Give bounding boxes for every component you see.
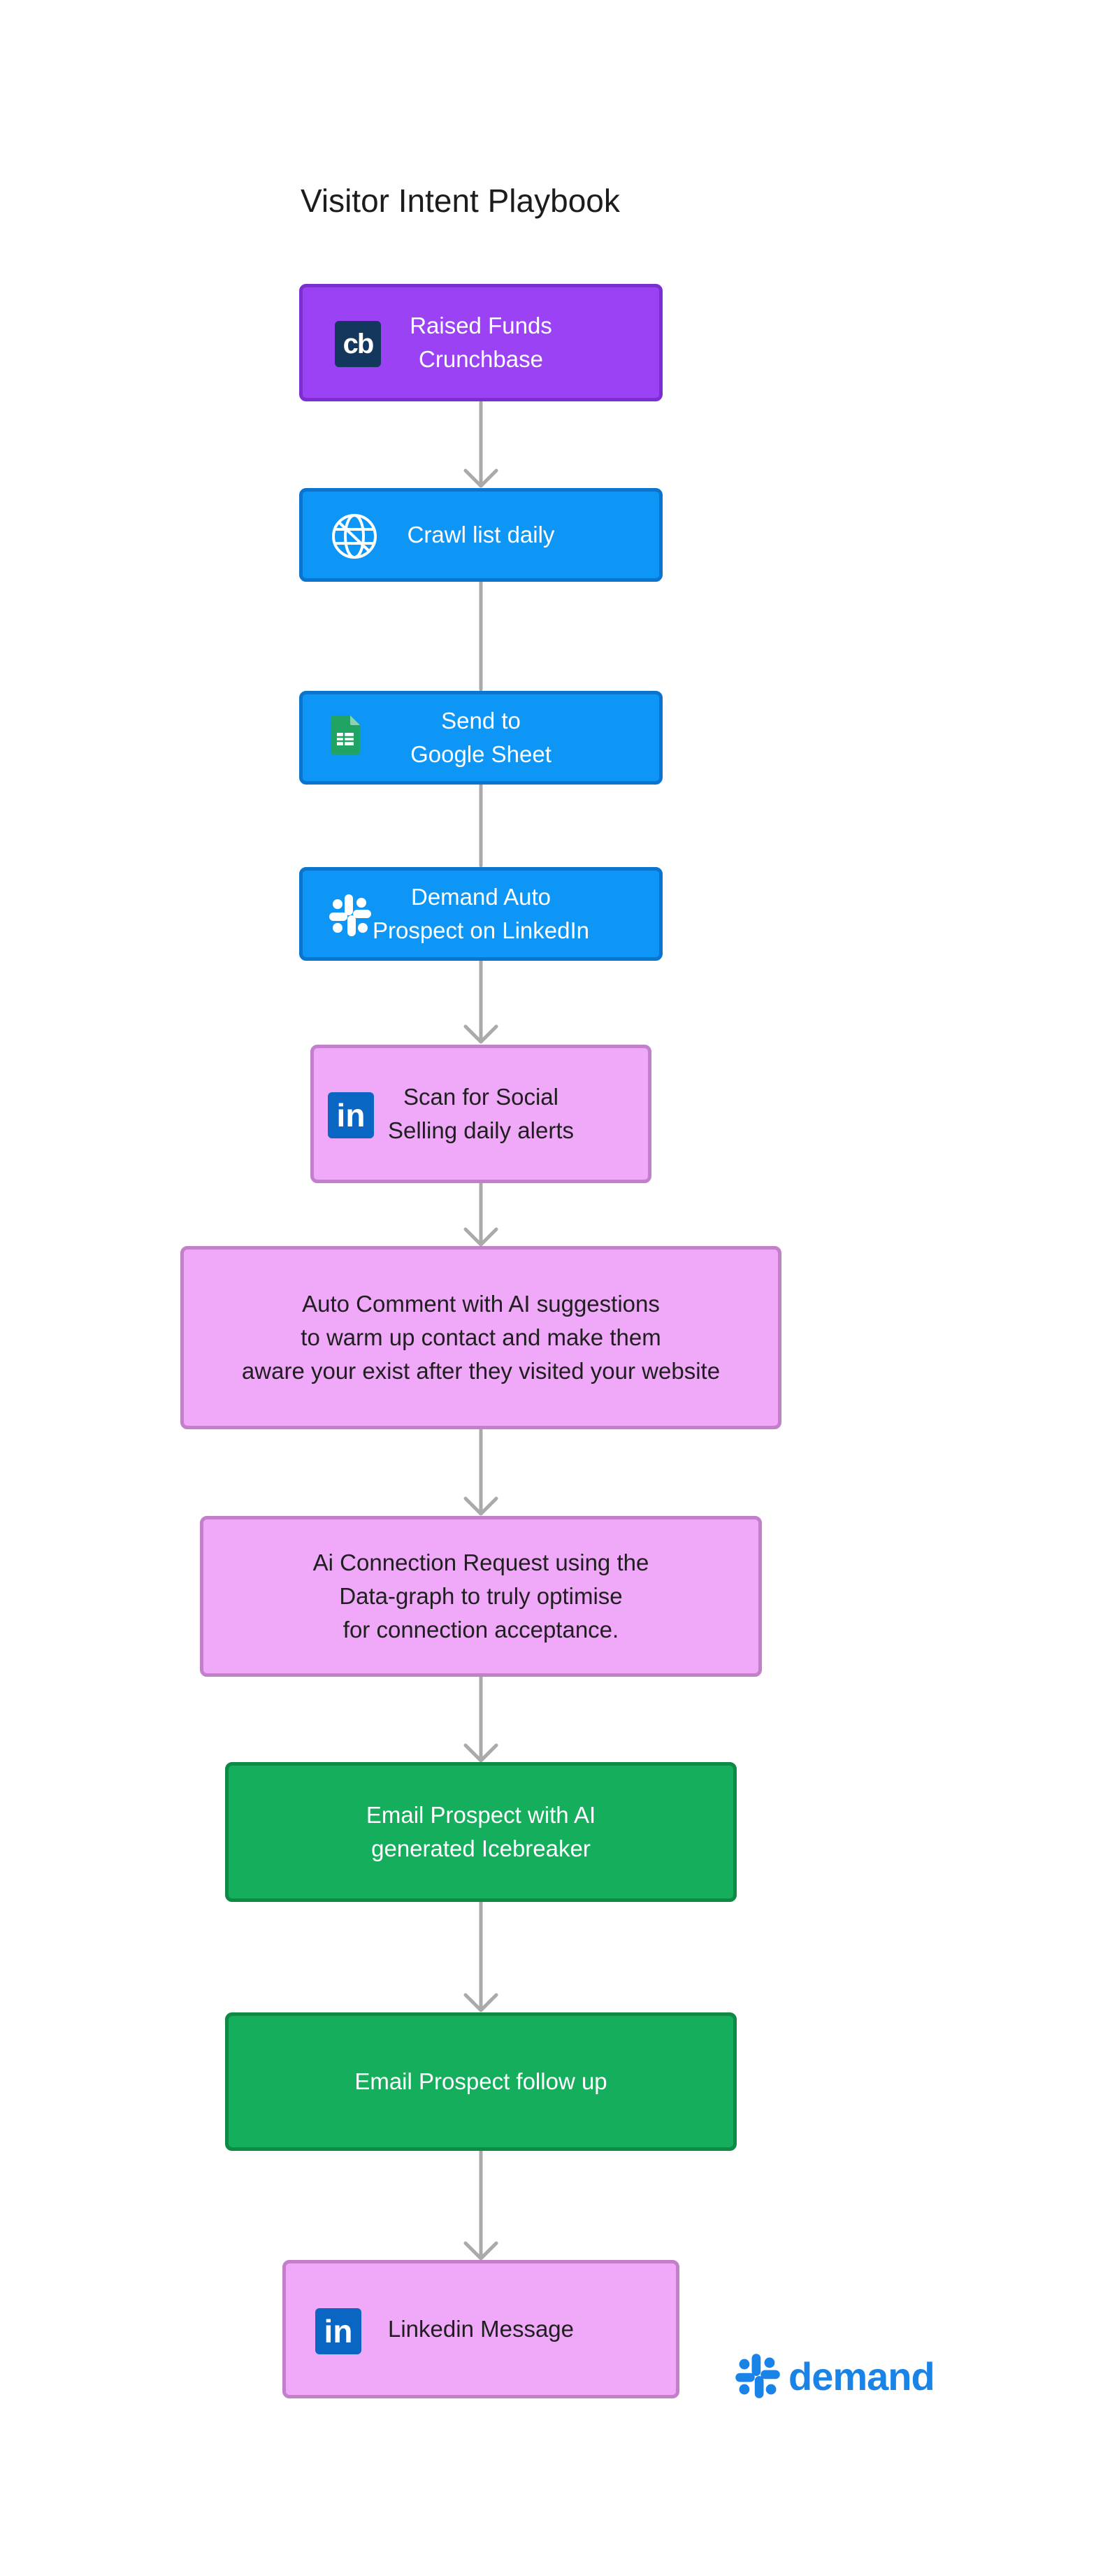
step-ai-connection-request: Ai Connection Request using the Data-gra… [200,1516,762,1677]
step-label: Raised Funds Crunchbase [410,313,552,372]
brand-name: demand [788,2354,935,2398]
step-email-follow-up: Email Prospect follow up [225,2012,737,2151]
demand-brand-logo: demand [733,2351,935,2401]
step-label: Demand Auto Prospect on LinkedIn [372,884,590,943]
connector-4 [463,958,498,1044]
connector-8 [463,1900,498,2012]
step-crawl-list: Crawl list daily [299,488,663,582]
diagram-title: Visitor Intent Playbook [301,183,620,219]
step-send-google-sheet: Send to Google Sheet [299,691,663,785]
step-label: Send to Google Sheet [410,708,552,767]
step-raised-funds: Raised Funds Crunchbase cb [299,284,663,401]
connector-6 [463,1428,498,1516]
google-sheets-icon [331,715,360,754]
step-label: Email Prospect follow up [354,2068,607,2094]
step-linkedin-message: Linkedin Message in [282,2260,679,2398]
linkedin-icon: in [315,2308,361,2354]
step-label: Ai Connection Request using the Data-gra… [312,1550,649,1643]
step-label: Auto Comment with AI suggestions to warm… [241,1291,721,1384]
linkedin-icon-text: in [324,2313,353,2349]
linkedin-icon-text: in [336,1097,366,1133]
connector-5 [463,1180,498,1247]
step-label: Email Prospect with AI generated Icebrea… [366,1802,596,1861]
connector-1 [463,400,498,488]
step-label: Crawl list daily [407,522,555,548]
step-scan-social-selling: Scan for Social Selling daily alerts in [310,1045,651,1183]
connector-9 [463,2149,498,2261]
demand-logo-icon [326,892,374,939]
step-auto-comment: Auto Comment with AI suggestions to warm… [180,1246,781,1429]
crunchbase-icon: cb [335,321,381,367]
crunchbase-icon-text: cb [343,328,375,359]
step-label: Scan for Social Selling daily alerts [388,1084,574,1143]
step-email-icebreaker: Email Prospect with AI generated Icebrea… [225,1762,737,1902]
demand-logo-icon [735,2354,780,2398]
linkedin-icon: in [328,1092,374,1138]
connector-7 [463,1675,498,1763]
step-label: Linkedin Message [388,2316,574,2342]
globe-icon [329,511,380,561]
step-demand-auto-prospect: Demand Auto Prospect on LinkedIn [299,867,663,961]
